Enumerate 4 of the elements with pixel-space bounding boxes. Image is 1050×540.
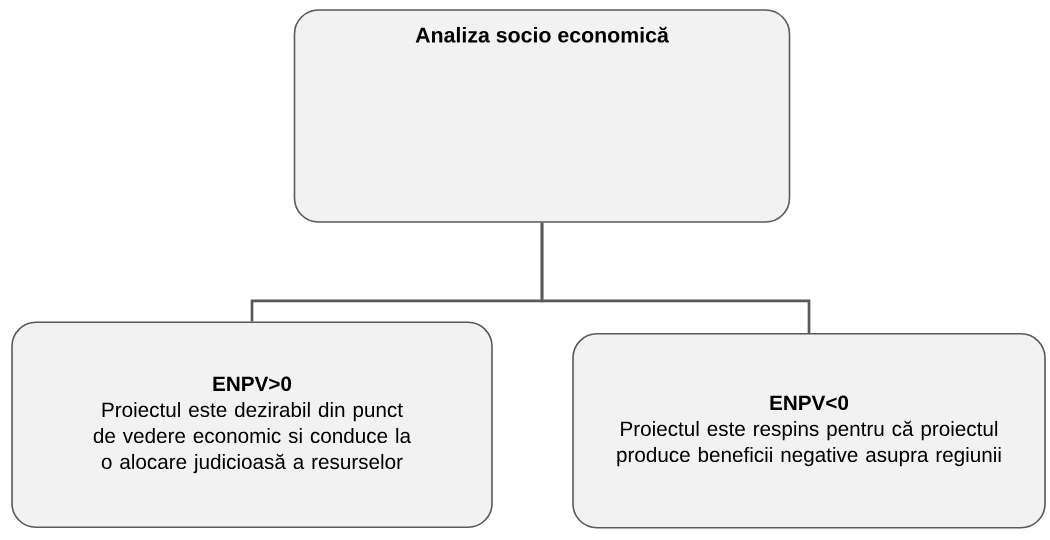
process-box: ENPV>0 Proiectul este dezirabil din punct de vedere economic si conduce la o alocare judicioasă a resurselor	[11, 321, 493, 529]
process-box: Analiza socio economică	[293, 9, 791, 223]
process-box: ENPV<0 Proiectul este respins pentru că proiectul produce beneficii negative asupra regiunii	[572, 333, 1046, 529]
connector-line	[540, 222, 811, 333]
